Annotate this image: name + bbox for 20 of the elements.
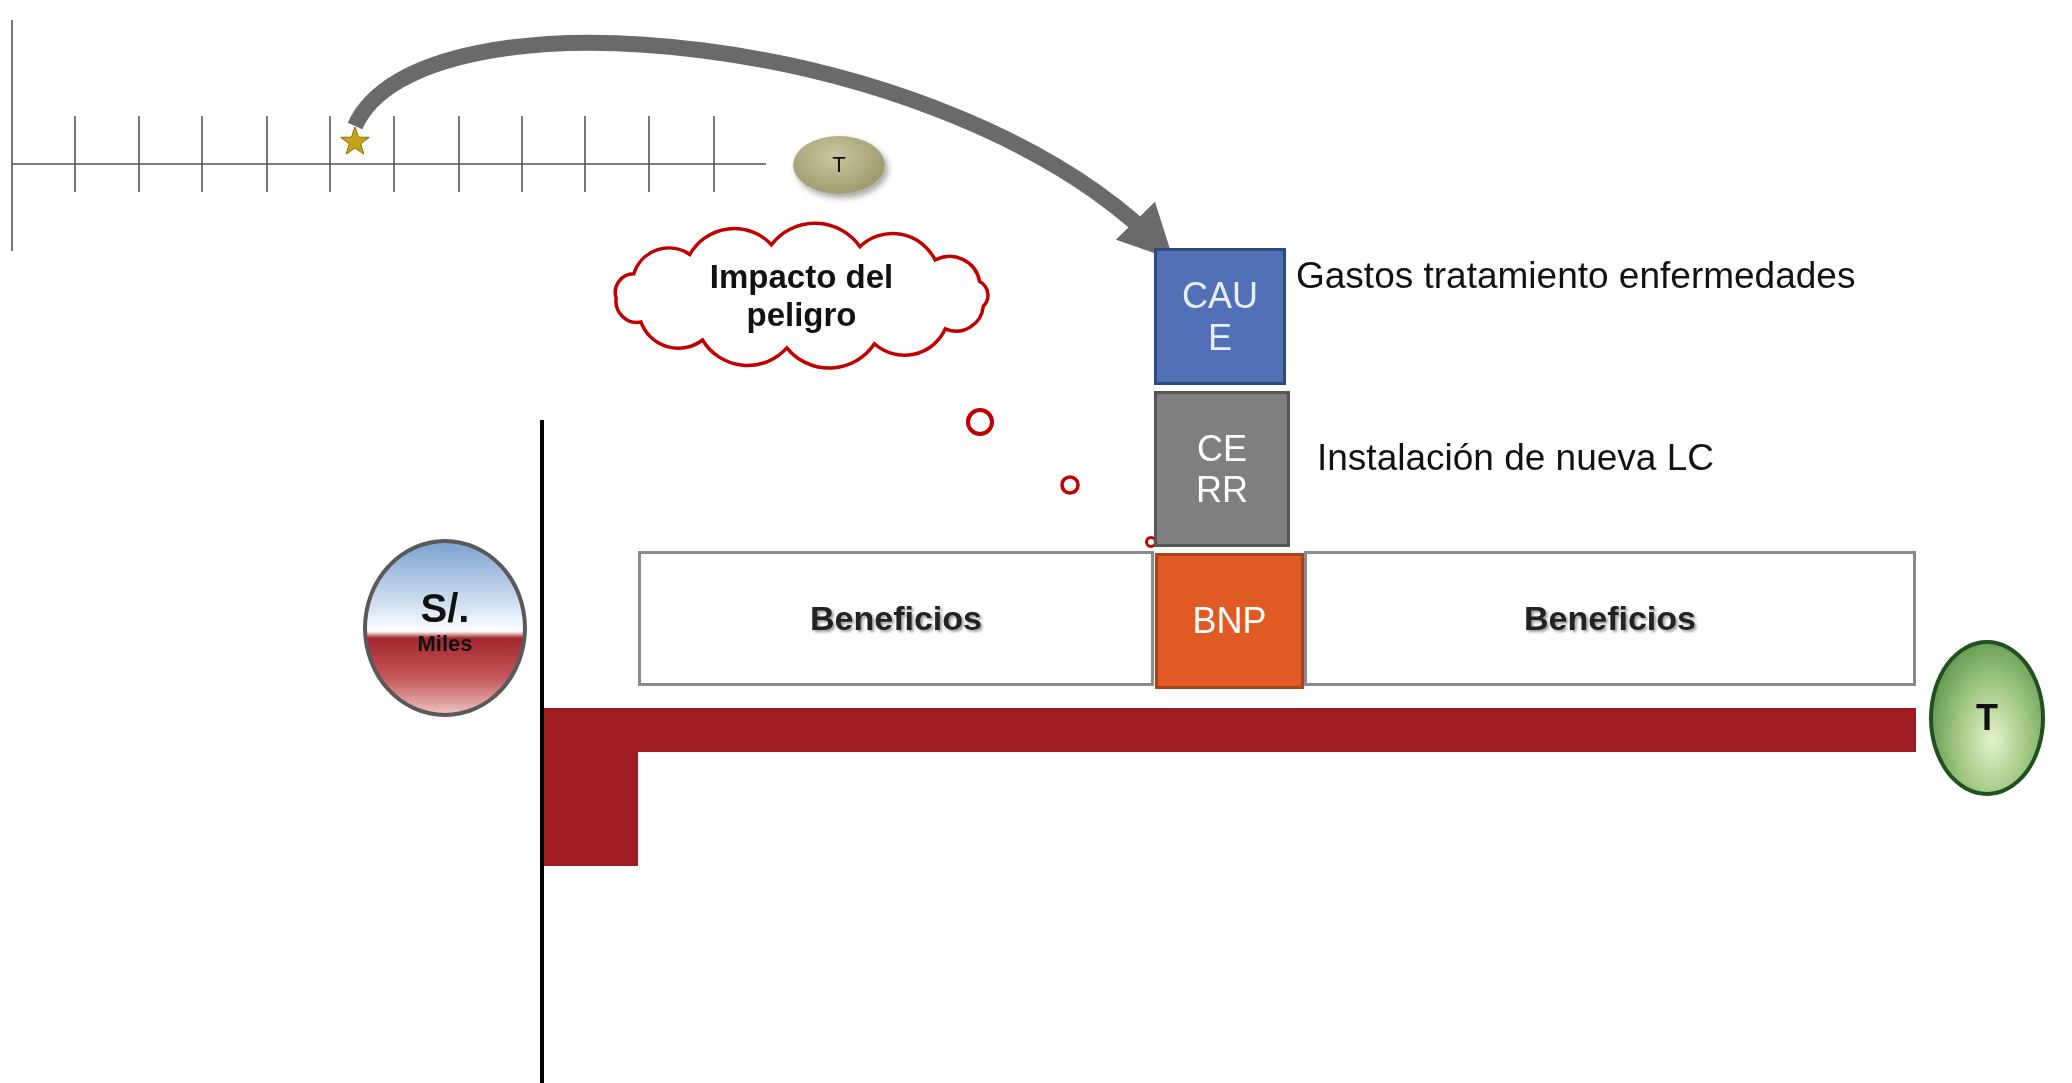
result-box <box>1155 553 1304 689</box>
box-label: T <box>832 152 846 178</box>
box-caption: Instalación de nueva LC <box>1317 437 1714 479</box>
currency-symbol: S/. <box>420 585 470 632</box>
cost-box <box>1154 248 1286 385</box>
box-label: T <box>1976 697 1998 739</box>
box-label: Beneficios <box>1524 598 1696 639</box>
star-icon <box>340 126 370 156</box>
unit-label: Miles <box>417 631 473 657</box>
benefit-box <box>638 551 1154 686</box>
cash-flow-bar <box>544 708 1916 866</box>
oval-marker <box>793 136 885 194</box>
benefit-box <box>1304 551 1916 686</box>
box-label: Beneficios <box>810 598 982 639</box>
cost-box <box>1154 391 1290 547</box>
box-label: CERR <box>1195 427 1249 511</box>
box-label: Impacto del peligro <box>708 258 895 334</box>
box-caption: Gastos tratamiento enfermedades <box>1296 255 1856 297</box>
box-label: CAUE <box>1181 275 1259 358</box>
box-label: BNP <box>1192 600 1267 642</box>
